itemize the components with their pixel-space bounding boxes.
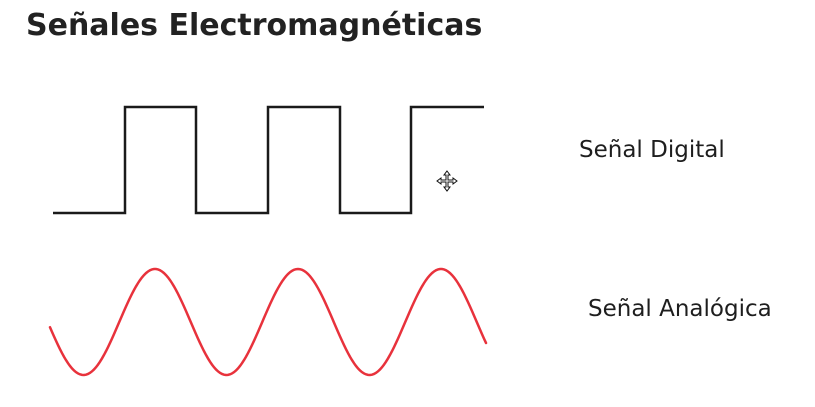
analog-sine-wave: [48, 267, 488, 377]
digital-signal-label: Señal Digital: [579, 137, 725, 163]
page-title: Señales Electromagnéticas: [26, 8, 483, 43]
digital-square-wave: [53, 105, 484, 215]
analog-signal-label: Señal Analógica: [588, 296, 772, 322]
move-cursor-icon: [436, 170, 458, 192]
